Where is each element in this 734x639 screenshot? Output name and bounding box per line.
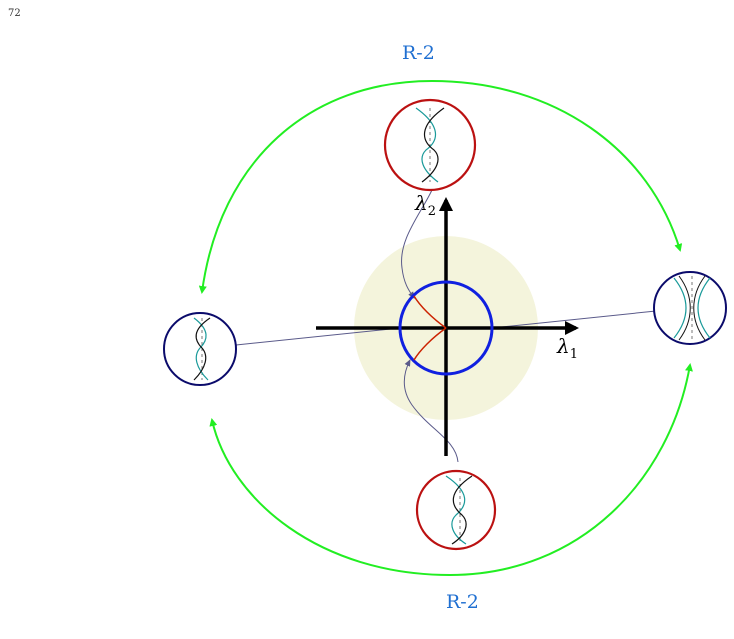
lambda1-subscript: 1 [569,347,578,362]
inset-bottom [415,469,497,551]
inset-top [383,98,477,192]
cusp-curve-upper [413,295,447,329]
central-circle [398,280,494,376]
connector-top [401,189,433,299]
arc-bottom-left [209,418,451,576]
lambda2-label: λ2 [415,191,436,219]
connector-bottom [403,359,459,463]
lambda2-symbol: λ [415,191,428,215]
connector-right [491,310,657,329]
lambda1-symbol: λ [557,334,570,358]
lambda2-subscript: 2 [427,204,436,219]
inset-left [163,312,237,386]
transition-label-top: R-2 [402,42,435,64]
transition-label-bottom: R-2 [446,591,479,613]
cusp-curve-lower [413,327,447,361]
connector-left [235,327,401,346]
arc-bottom-right [449,363,693,576]
page-number: 72 [8,8,21,19]
arc-top-left [198,80,433,294]
inset-right [653,271,727,345]
arc-top-right [431,80,683,252]
lambda1-label: λ1 [557,334,578,362]
